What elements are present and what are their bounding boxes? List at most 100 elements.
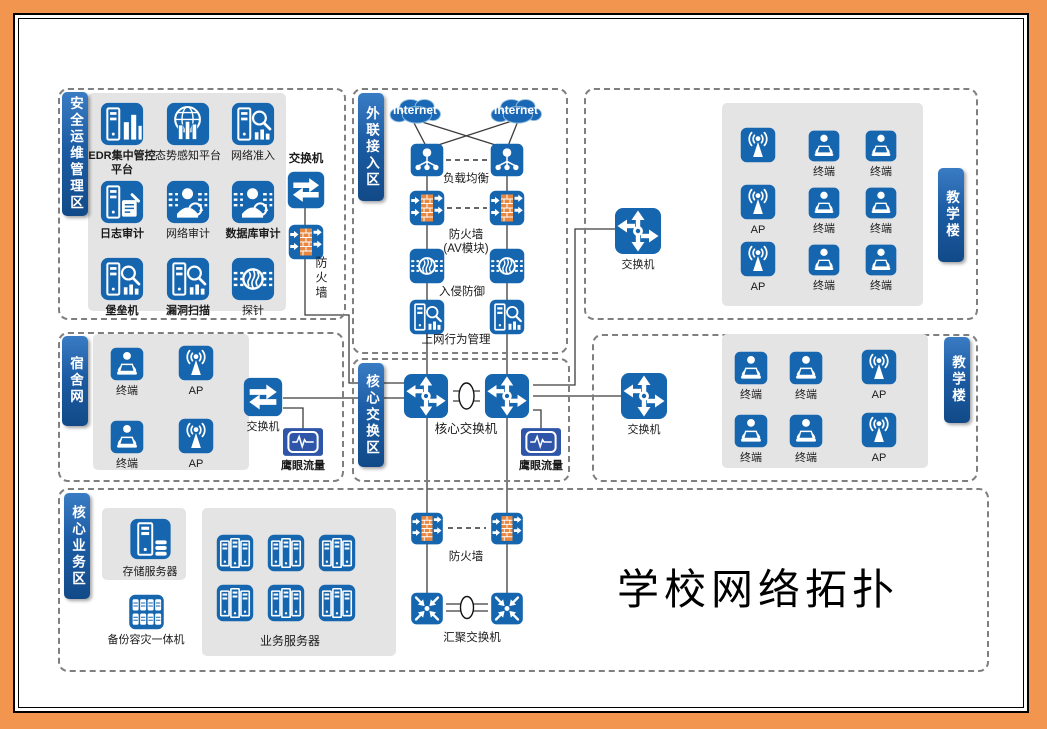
load-balancer <box>490 143 524 177</box>
business-server <box>318 534 356 572</box>
device-label: 数据库审计 <box>225 228 281 240</box>
ips-label: 入侵防御 <box>439 286 485 298</box>
terminal-icon <box>807 244 841 276</box>
terminal: 终端 <box>788 351 824 403</box>
zone-badge-security: 安全运维管理区 <box>62 92 88 216</box>
backup-appliance: 备份容灾一体机 <box>108 594 185 648</box>
switch-label: 交换机 <box>288 153 324 165</box>
behavior-manager-icon <box>489 299 525 335</box>
terminal-icon <box>733 351 769 385</box>
firewall-icon <box>488 512 526 545</box>
terminal: 终端 <box>807 130 841 180</box>
storage-server-icon <box>129 516 171 562</box>
person-audit-icon <box>166 180 210 224</box>
router-switch-icon <box>620 372 668 420</box>
firewall-icon <box>288 224 324 260</box>
business-server-icon <box>318 584 356 622</box>
behavior-manager <box>489 299 525 335</box>
core-switch-label: 核心交换机 <box>434 422 498 436</box>
terminal: 终端 <box>864 244 898 294</box>
ap-icon <box>738 127 778 163</box>
device-label: 态势感知平台 <box>155 150 221 162</box>
terminal: 终端 <box>807 187 841 237</box>
access-point: AP <box>859 349 899 403</box>
terminal: 终端 <box>788 414 824 466</box>
terminal-label: 终端 <box>740 452 762 464</box>
zone-security <box>58 88 346 320</box>
server-magnifier-icon <box>100 257 144 301</box>
terminal-icon <box>864 130 898 162</box>
switch-label: 交换机 <box>246 421 280 433</box>
globe-chart-icon <box>166 102 210 146</box>
ap-icon <box>738 241 778 277</box>
business-server <box>216 534 254 572</box>
zone-core-business <box>58 488 989 672</box>
security-firewall <box>288 224 324 260</box>
internet-cloud: Internet <box>487 97 545 125</box>
terminal-icon <box>109 420 145 454</box>
internet-label: Internet <box>392 102 437 117</box>
backup-label: 备份容灾一体机 <box>107 634 185 646</box>
access-point: AP <box>176 418 216 472</box>
database-audit: 数据库审计 <box>218 180 288 242</box>
terminal-label: 终端 <box>795 389 817 401</box>
aggregation-switch-icon <box>488 592 526 625</box>
terminal-label: 终端 <box>116 458 138 470</box>
zone-core-switching <box>352 358 570 482</box>
flow-monitor-icon <box>521 428 561 456</box>
terminal-label: 终端 <box>870 166 892 178</box>
network-audit: 网络审计 <box>153 180 223 242</box>
vulnerability-scanner: 漏洞扫描 <box>153 257 223 319</box>
terminal-label: 终端 <box>813 280 835 292</box>
teaching-top-switch: 交换机 <box>614 207 662 273</box>
probe-icon <box>231 257 275 301</box>
flow-monitor-label: 鹰眼流量 <box>281 460 325 472</box>
terminal-icon <box>807 187 841 219</box>
bastion-host: 堡垒机 <box>87 257 157 319</box>
l2-switch-icon <box>287 171 325 209</box>
terminal-icon <box>864 244 898 276</box>
load-balancer-icon <box>490 143 524 177</box>
zone-badge-teaching-top: 教学楼 <box>938 168 964 262</box>
flow-monitor-icon <box>283 428 323 456</box>
ap-label: AP <box>750 224 766 236</box>
situation-awareness-platform: 态势感知平台 <box>153 102 223 164</box>
terminal: 终端 <box>733 351 769 403</box>
ap-label: AP <box>750 281 766 293</box>
aggregation-switch-icon <box>408 592 446 625</box>
switch-label: 交换机 <box>627 424 661 436</box>
behavior-manager <box>409 299 445 335</box>
access-point: AP <box>738 241 778 295</box>
terminal: 终端 <box>109 347 145 399</box>
load-balancer <box>410 143 444 177</box>
device-label: 漏洞扫描 <box>166 305 210 317</box>
ap-label: AP <box>871 389 887 401</box>
firewall-icon <box>489 190 525 226</box>
load-balancer-label: 负载均衡 <box>443 173 489 185</box>
internet-label: Internet <box>493 102 538 117</box>
storage-server: 存储服务器 <box>123 516 178 580</box>
terminal: 终端 <box>733 414 769 466</box>
terminal-label: 终端 <box>795 452 817 464</box>
zone-badge-external: 外联接入区 <box>358 93 384 201</box>
business-server <box>267 584 305 622</box>
core-switch <box>400 373 452 419</box>
server-log-icon <box>100 180 144 224</box>
firewall-icon <box>409 190 445 226</box>
server-magnifier-icon <box>166 257 210 301</box>
zone-badge-core-switching: 核心交换区 <box>358 363 384 467</box>
device-label: 探针 <box>242 305 264 317</box>
aggregation-switch <box>488 592 526 625</box>
zone-badge-teaching-mid: 教学楼 <box>944 337 970 423</box>
device-label: 堡垒机 <box>105 305 139 317</box>
business-server <box>216 584 254 622</box>
business-server <box>318 584 356 622</box>
access-point: AP <box>738 184 778 238</box>
zone-badge-dormitory: 宿舍网 <box>62 336 88 426</box>
core-firewall <box>488 512 526 545</box>
l2-switch-icon <box>243 377 283 417</box>
business-server-icon <box>267 584 305 622</box>
zone-external-access <box>352 88 568 354</box>
router-switch-icon <box>614 207 662 255</box>
intrusion-prevention <box>489 248 525 284</box>
